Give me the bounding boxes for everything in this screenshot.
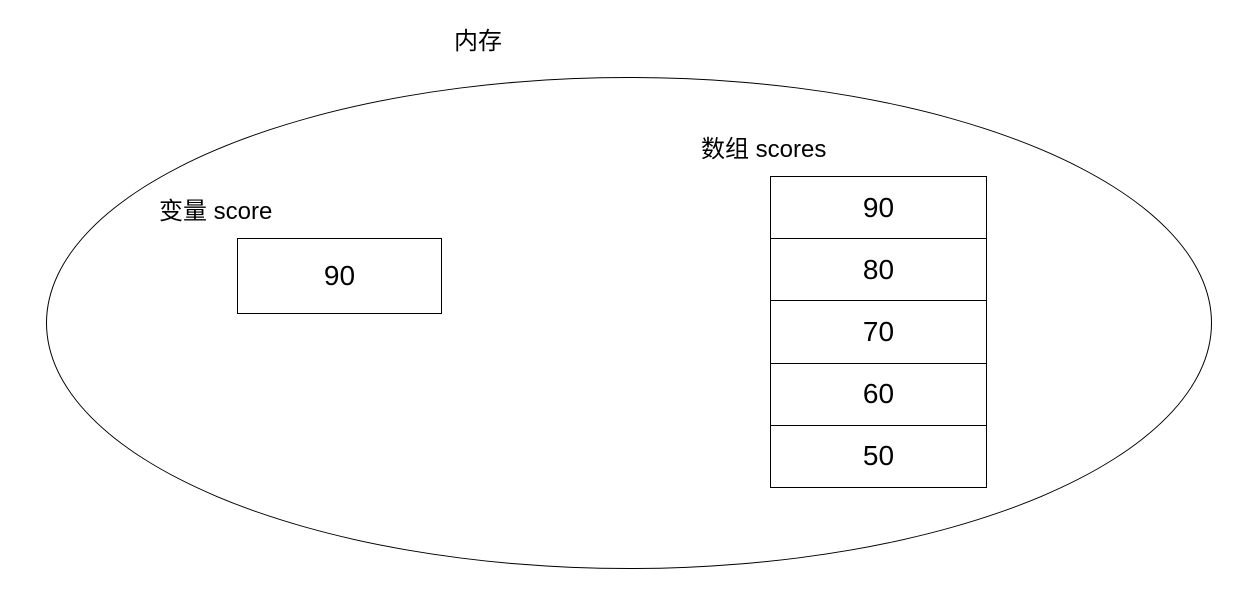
diagram-title: 内存 xyxy=(454,28,502,55)
array-cell: 90 xyxy=(771,177,986,238)
array-cell-value: 90 xyxy=(862,191,895,223)
array-cell: 70 xyxy=(771,300,986,362)
variable-value: 90 xyxy=(323,260,356,291)
memory-ellipse xyxy=(46,77,1212,569)
array-box: 90 80 70 60 50 xyxy=(770,176,987,488)
array-cell: 60 xyxy=(771,362,986,425)
array-cell-value: 50 xyxy=(862,440,895,472)
array-label: 数组 scores xyxy=(701,136,827,163)
array-cell-value: 70 xyxy=(862,316,895,347)
array-cell: 50 xyxy=(771,424,986,487)
variable-label: 变量 score xyxy=(159,198,273,225)
variable-box: 90 xyxy=(237,238,442,314)
array-cell-value: 80 xyxy=(862,253,895,285)
array-cell: 80 xyxy=(771,238,986,300)
array-cell-value: 60 xyxy=(862,378,895,410)
